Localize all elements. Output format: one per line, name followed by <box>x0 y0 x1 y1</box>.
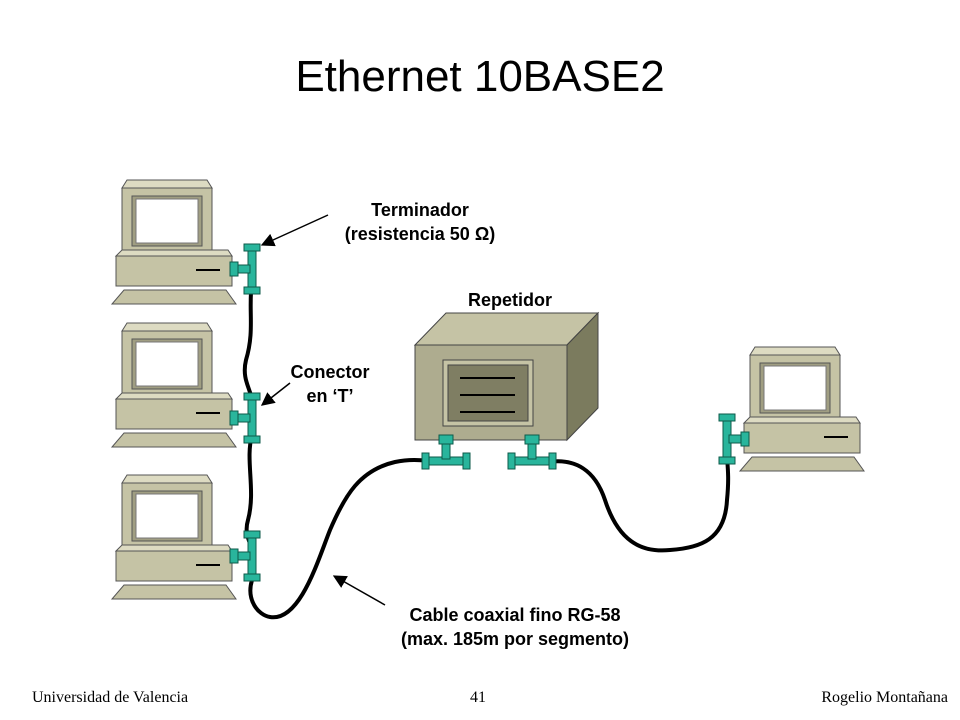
footer-right: Rogelio Montañana <box>821 689 948 706</box>
t-connector-icon <box>718 413 750 465</box>
page-title: Ethernet 10BASE2 <box>295 52 665 101</box>
t-connector-icon <box>229 392 261 444</box>
terminator-arrow <box>260 214 329 247</box>
cable-label: Cable coaxial fino RG-58 (max. 185m por … <box>345 603 685 651</box>
terminator-label-line2: (resistencia 50 Ω) <box>344 224 496 244</box>
t-connector-label-line1: Conector <box>290 362 370 382</box>
t-connector-label: Conector en ‘T’ <box>270 360 390 408</box>
terminator-label-line1: Terminador <box>371 200 469 220</box>
footer-left: Universidad de Valencia <box>32 689 189 706</box>
repeater-icon <box>413 311 600 442</box>
computer-icon <box>739 346 865 472</box>
terminator-label: Terminador (resistencia 50 Ω) <box>325 198 515 246</box>
coax-cable-segment-2 <box>547 456 731 553</box>
page-number: 41 <box>470 689 486 706</box>
cable-label-line2: (max. 185m por segmento) <box>400 629 630 649</box>
t-connector-label-line2: en ‘T’ <box>306 386 354 406</box>
cable-arrow <box>332 575 386 606</box>
coax-cable-segment-1 <box>242 279 433 620</box>
repeater-label: Repetidor <box>467 290 552 310</box>
t-connector-arrow <box>260 382 291 406</box>
computer-icon <box>111 179 237 305</box>
computer-icon <box>111 474 237 600</box>
computer-icon <box>111 322 237 448</box>
t-connector-icon <box>229 243 261 295</box>
t-connector-icon <box>229 530 261 582</box>
cable-label-line1: Cable coaxial fino RG-58 <box>409 605 621 625</box>
